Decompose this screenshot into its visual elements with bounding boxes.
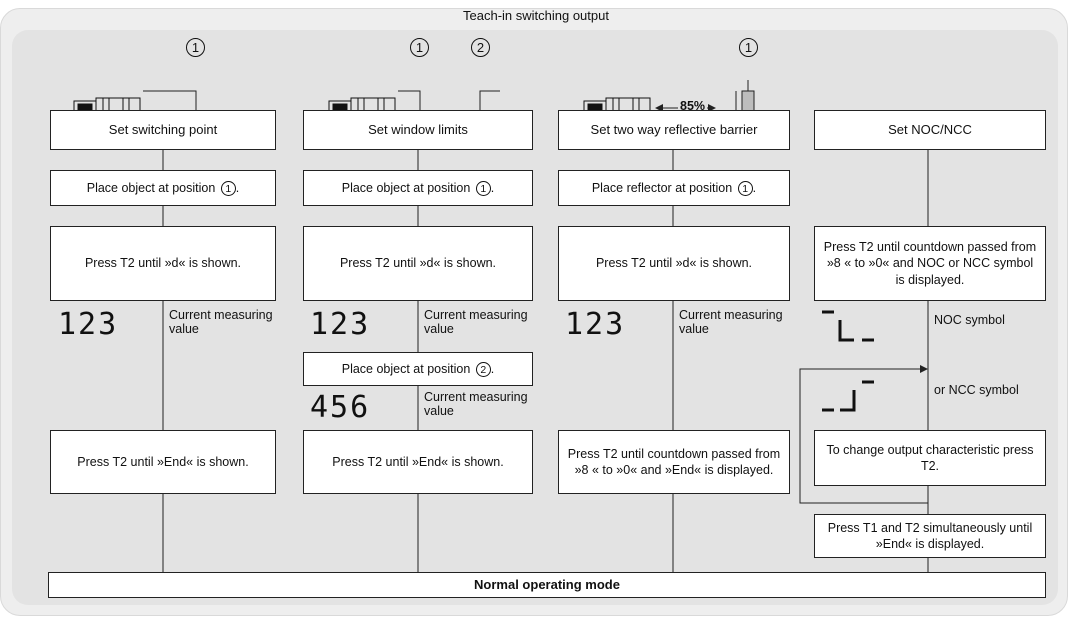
step-place-object-col2: Place object at position 1. bbox=[303, 170, 533, 206]
step-press-t1-t2-col4: Press T1 and T2 simultaneously until »En… bbox=[814, 514, 1046, 558]
step-text: Place object at position bbox=[341, 180, 471, 195]
display-value-col2: 123 bbox=[310, 307, 371, 342]
position-1-marker-col2: 1 bbox=[410, 38, 429, 57]
step-text: Place object at position bbox=[341, 361, 471, 376]
display-value-2-col2: 456 bbox=[310, 390, 371, 425]
position-marker: 1 bbox=[220, 180, 236, 196]
position-marker: 2 bbox=[475, 361, 491, 377]
ncc-symbol-icon bbox=[822, 380, 874, 412]
position-marker: 1 bbox=[737, 180, 753, 196]
display-value-col3: 123 bbox=[565, 307, 626, 342]
display-label-col2: Current measuring value bbox=[424, 308, 528, 336]
step-change-output-col4: To change output characteristic press T2… bbox=[814, 430, 1046, 486]
step-press-t2-end-col1: Press T2 until »End« is shown. bbox=[50, 430, 276, 494]
step-press-t2-col3: Press T2 until »d« is shown. bbox=[558, 226, 790, 301]
display-label-col3: Current measuring value bbox=[679, 308, 783, 336]
step-place-object-2-col2: Place object at position 2. bbox=[303, 352, 533, 386]
step-press-t2-end-col2: Press T2 until »End« is shown. bbox=[303, 430, 533, 494]
heading-set-reflective-barrier: Set two way reflective barrier bbox=[558, 110, 790, 150]
step-press-t2-col2: Press T2 until »d« is shown. bbox=[303, 226, 533, 301]
step-press-t2-countdown-col4: Press T2 until countdown passed from »8 … bbox=[814, 226, 1046, 301]
heading-set-switching-point: Set switching point bbox=[50, 110, 276, 150]
position-2-marker-col2: 2 bbox=[471, 38, 490, 57]
display-value-col1: 123 bbox=[58, 307, 119, 342]
step-place-object-col1: Place object at position 1. bbox=[50, 170, 276, 206]
step-press-t2-col1: Press T2 until »d« is shown. bbox=[50, 226, 276, 301]
step-text: Place reflector at position bbox=[591, 180, 733, 195]
position-marker: 1 bbox=[475, 180, 491, 196]
diagram-title: Teach-in switching output bbox=[463, 8, 609, 23]
normal-operating-mode: Normal operating mode bbox=[48, 572, 1046, 598]
display-label-col1: Current measuring value bbox=[169, 308, 273, 336]
step-place-reflector-col3: Place reflector at position 1. bbox=[558, 170, 790, 206]
ncc-symbol-label: or NCC symbol bbox=[934, 383, 1019, 397]
position-1-marker-col3: 1 bbox=[739, 38, 758, 57]
position-1-marker-col1: 1 bbox=[186, 38, 205, 57]
step-press-t2-countdown-end-col3: Press T2 until countdown passed from »8 … bbox=[558, 430, 790, 494]
heading-set-window-limits: Set window limits bbox=[303, 110, 533, 150]
noc-symbol-icon bbox=[822, 310, 874, 342]
display-label-2-col2: Current measuring value bbox=[424, 390, 528, 418]
step-text: Place object at position bbox=[86, 180, 216, 195]
heading-set-noc-ncc: Set NOC/NCC bbox=[814, 110, 1046, 150]
noc-symbol-label: NOC symbol bbox=[934, 313, 1005, 327]
